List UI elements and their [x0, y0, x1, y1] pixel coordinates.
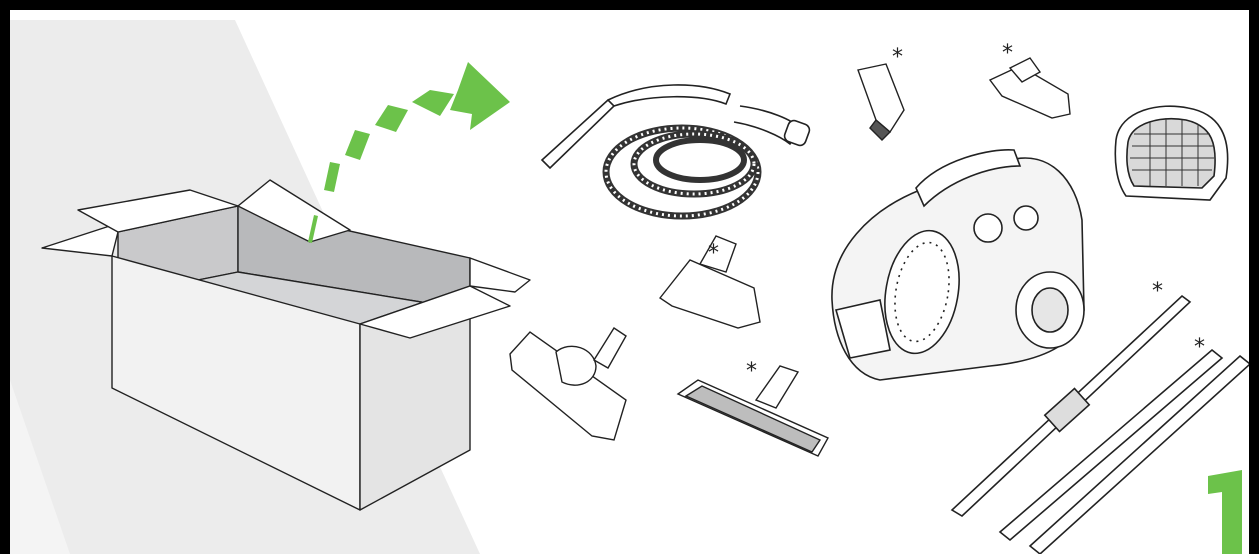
background-stripe-lower	[10, 380, 70, 554]
extension-tubes-icon	[998, 348, 1249, 554]
curved-dashed-arrow	[308, 62, 510, 243]
floor-nozzle-icon	[509, 327, 627, 441]
unboxing-diagram: * * *	[10, 20, 1249, 554]
optional-marker: *	[746, 359, 757, 384]
optional-marker: *	[892, 45, 903, 70]
hose-assembly-icon	[540, 84, 811, 220]
vacuum-cleaner-body-icon	[831, 149, 1085, 381]
turbo-brush-icon	[658, 235, 761, 329]
optional-marker: *	[708, 241, 719, 266]
optional-marker: *	[1002, 41, 1013, 66]
step-one-glyph	[1208, 470, 1242, 554]
upholstery-nozzle-icon	[988, 57, 1071, 119]
crevice-nozzle-icon	[857, 63, 905, 141]
telescopic-tube-icon	[950, 294, 1192, 517]
filter-icon	[1114, 105, 1229, 201]
open-box-icon	[41, 179, 531, 511]
optional-marker: *	[1194, 335, 1205, 360]
parquet-brush-icon	[676, 365, 829, 457]
optional-marker: *	[1152, 279, 1163, 304]
